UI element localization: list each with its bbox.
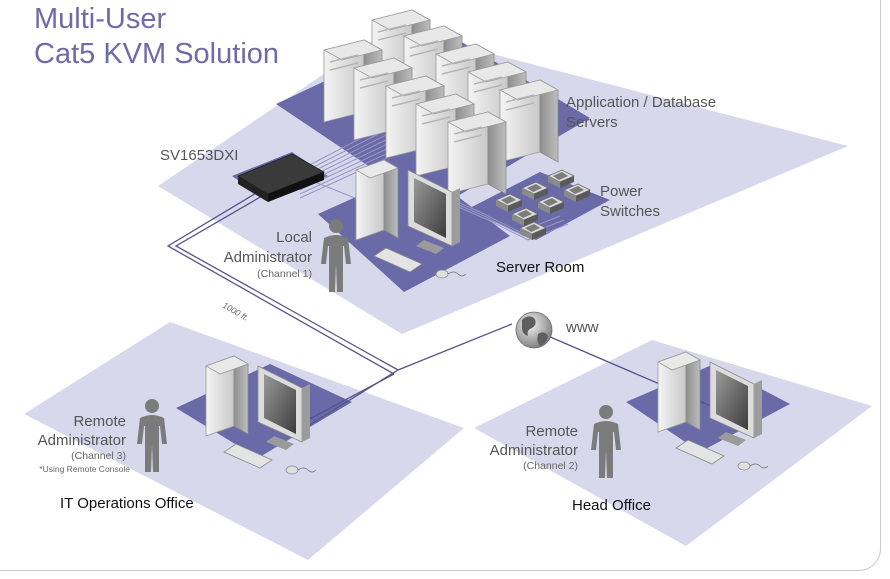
power-label-line-1: Power (600, 183, 643, 200)
remote-admin-2-line-2: Administrator (489, 442, 578, 459)
server-tower-icon (447, 111, 507, 195)
title-line-2: Cat5 KVM Solution (34, 38, 280, 70)
local-admin-channel: (Channel 1) (257, 268, 312, 280)
power-label-line-2: Switches (600, 203, 661, 220)
globe-icon (515, 311, 553, 349)
server-tower-icon (499, 79, 559, 163)
servers-label-line-2: Servers (566, 114, 618, 131)
remote-admin-3-line-2: Administrator (37, 432, 126, 449)
www-label: www (566, 319, 599, 336)
switch-model-label: SV1653DXI (160, 147, 239, 164)
servers-label-line-1: Application / Database (566, 94, 717, 111)
remote-console-note: *Using Remote Console (39, 464, 130, 474)
frame-border (0, 0, 881, 571)
remote-admin-2-line-1: Remote (525, 423, 578, 440)
server-room-label: Server Room (496, 259, 585, 276)
title-line-1: Multi-User (34, 3, 167, 35)
local-admin-line-2: Administrator (223, 249, 312, 266)
remote-admin-3-line-1: Remote (73, 413, 126, 430)
head-office-floor (474, 340, 872, 546)
kvm-switch-icon (237, 153, 325, 202)
head-office-label: Head Office (572, 497, 651, 514)
remote-admin-3-channel: (Channel 3) (71, 450, 126, 462)
local-admin-line-1: Local (276, 229, 312, 246)
remote-admin-2-channel: (Channel 2) (523, 460, 578, 472)
it-office-label: IT Operations Office (60, 495, 194, 512)
